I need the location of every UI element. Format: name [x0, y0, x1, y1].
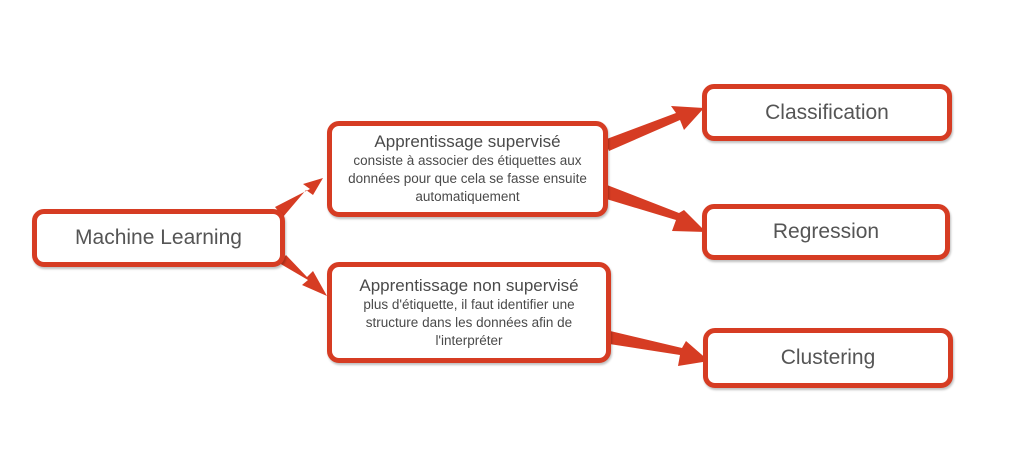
unsupervised-description: plus d'étiquette, il faut identifier une…: [363, 296, 575, 348]
node-unsupervised-learning: Apprentissage non supervisé plus d'étiqu…: [327, 262, 611, 363]
arrow-supervised-to-classification: [604, 106, 704, 151]
classification-label: Classification: [765, 100, 889, 124]
arrow-supervised-to-regression: [603, 185, 706, 232]
arrow-unsupervised-to-clustering: [603, 330, 709, 366]
supervised-title: Apprentissage supervisé: [374, 132, 561, 151]
machine-learning-label: Machine Learning: [75, 226, 242, 249]
regression-label: Regression: [772, 220, 880, 243]
arrow-ml-to-supervised: [275, 178, 323, 217]
node-regression: Regression: [702, 204, 950, 260]
arrow-ml-to-unsupervised: [279, 255, 327, 296]
node-machine-learning: Machine Learning: [32, 209, 285, 267]
supervised-description: consiste à associer des étiquettes aux d…: [348, 153, 587, 204]
node-clustering: Clustering: [703, 328, 953, 388]
unsupervised-title: Apprentissage non supervisé: [359, 275, 579, 295]
node-supervised-learning: Apprentissage supervisé consiste à assoc…: [327, 121, 608, 217]
clustering-label: Clustering: [780, 346, 876, 369]
node-classification: Classification: [702, 84, 952, 141]
